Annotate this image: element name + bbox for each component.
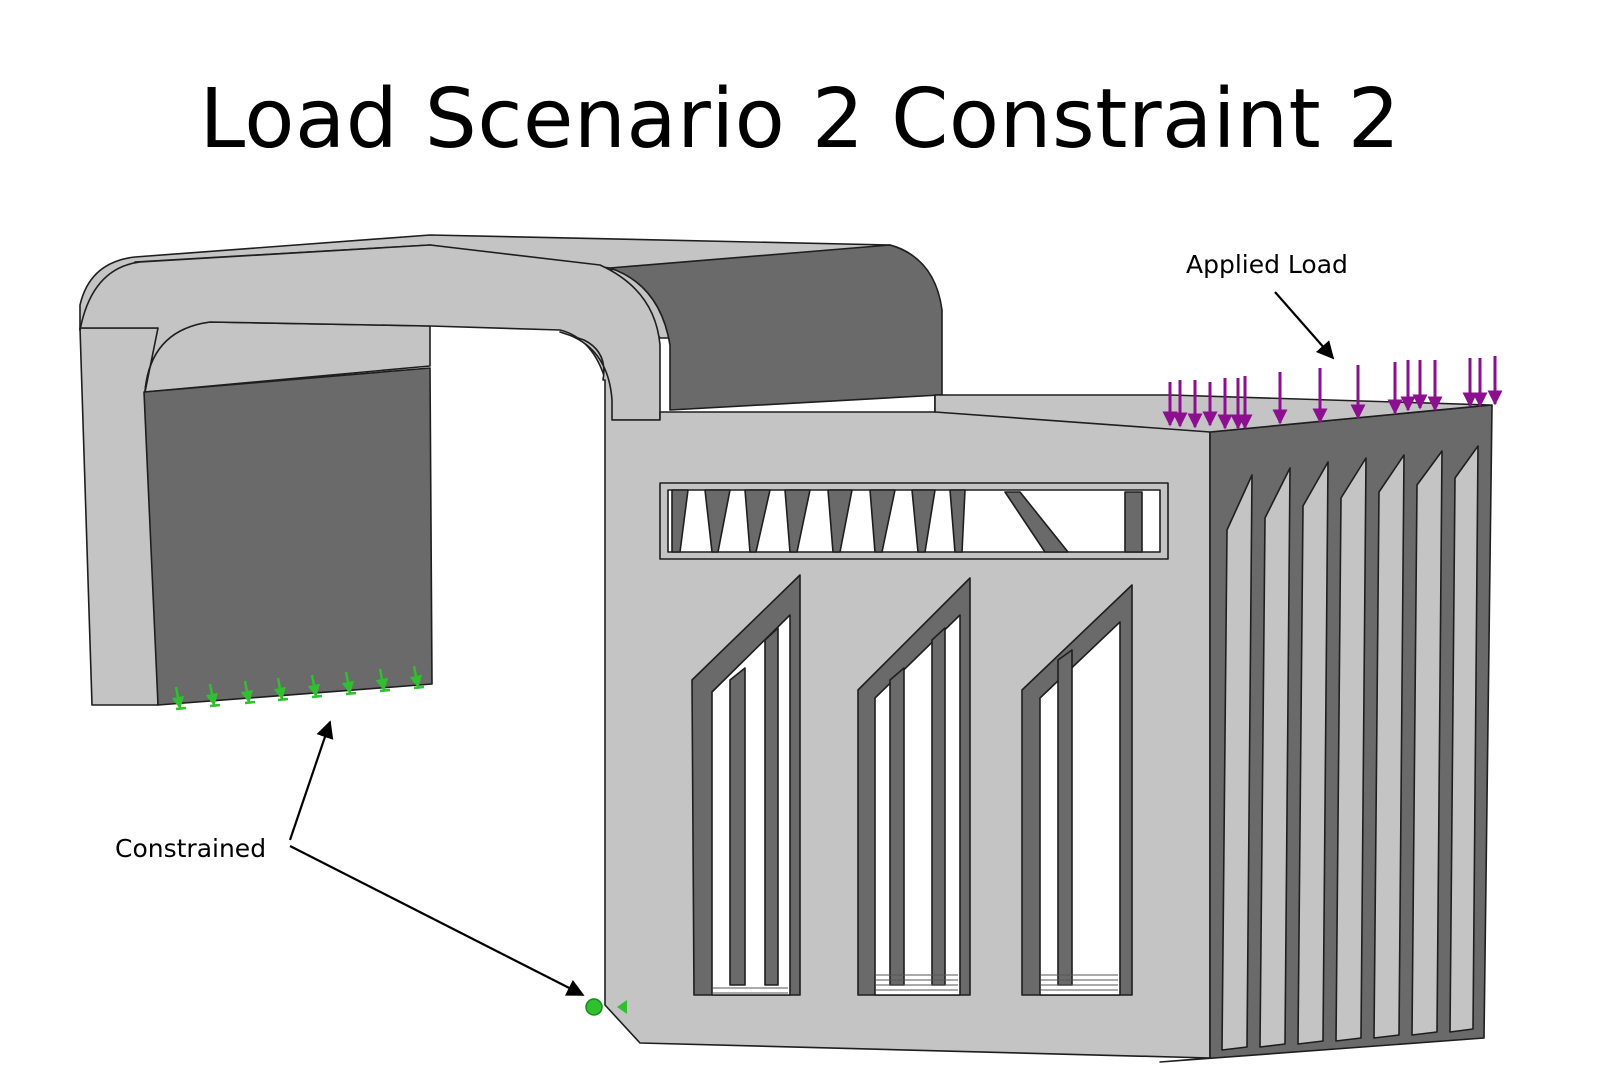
fin-strip [1373, 454, 1405, 1039]
constraint-arrow-icon [205, 683, 219, 707]
constraint-arrow-icon [240, 680, 254, 704]
constrained-label: Constrained [115, 834, 267, 863]
constraint-arrow-icon [341, 671, 355, 695]
fin-strip [1221, 474, 1253, 1051]
applied-load-arrows [1162, 356, 1503, 430]
fin-strip [1335, 457, 1367, 1042]
page-title: Load Scenario 2 Constraint 2 [199, 72, 1401, 167]
fin-strip [1411, 450, 1443, 1036]
fixed-support-icon [585, 998, 627, 1016]
left-leg-inner-face [143, 367, 433, 706]
fin-strip [1297, 461, 1329, 1045]
constraint-arrows [171, 665, 425, 711]
constraint-arrow-icon [409, 665, 423, 689]
fin-strip [1259, 467, 1291, 1048]
constraint-arrow-icon [375, 668, 389, 692]
applied-load-label: Applied Load [1186, 250, 1348, 279]
constraint-arrow-icon [273, 677, 287, 701]
constraint-arrow-icon [171, 686, 185, 710]
fin-strip [1449, 445, 1479, 1033]
constrained-leader-up [288, 720, 334, 841]
constrained-leader-down [289, 845, 585, 996]
constraint-arrow-icon [307, 674, 321, 698]
applied-load-leader [1274, 291, 1335, 360]
